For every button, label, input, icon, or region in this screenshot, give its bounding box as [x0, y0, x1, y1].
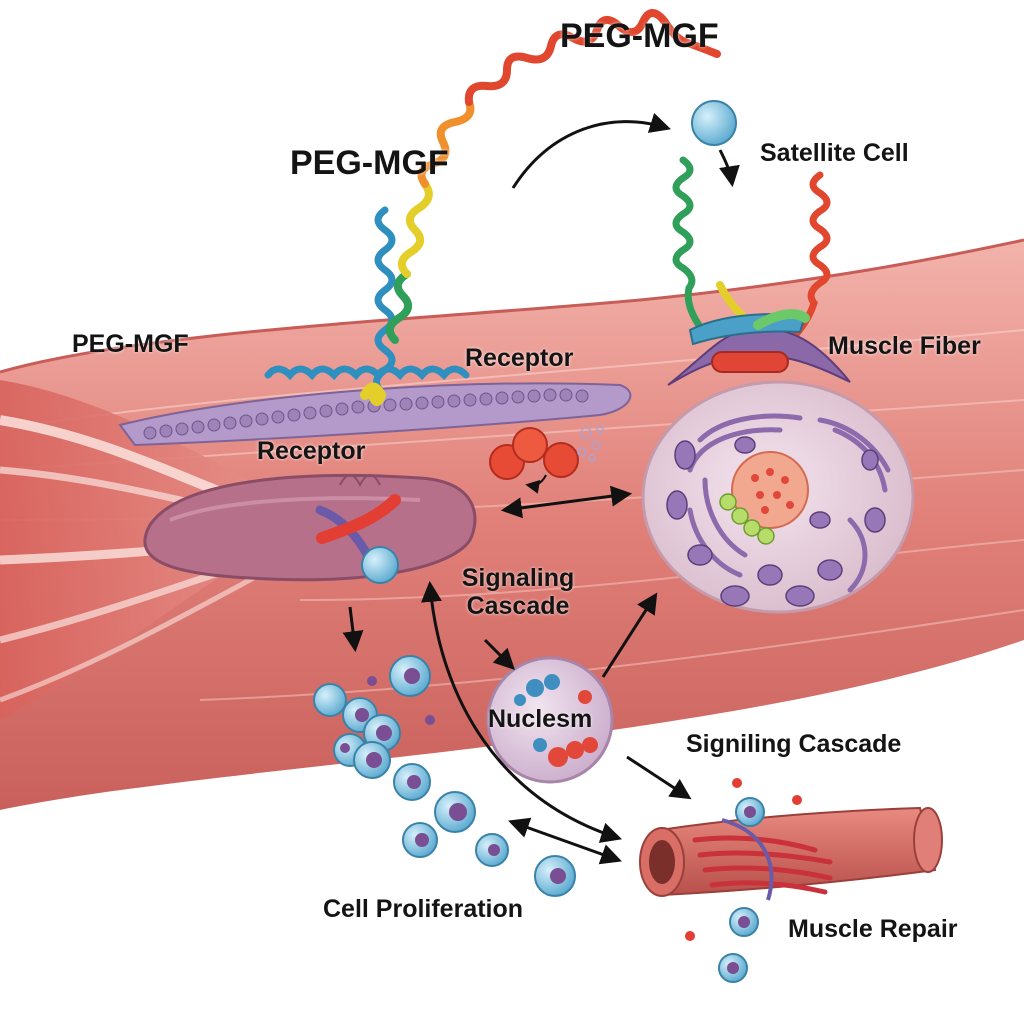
- label-peg-mgf-left: PEG-MGF: [72, 330, 189, 358]
- large-cell-right: [641, 380, 915, 614]
- label-muscle-repair: Muscle Repair: [788, 915, 958, 943]
- label-receptor-upper: Receptor: [465, 344, 574, 372]
- label-peg-mgf-mid: PEG-MGF: [290, 144, 449, 182]
- label-signaling-cascade-line2: Cascade: [466, 591, 570, 620]
- cell-body-left: [143, 474, 477, 584]
- membrane-band: [118, 382, 632, 447]
- label-cell-proliferation: Cell Proliferation: [323, 895, 524, 923]
- peg-mgf-helix-left: [264, 206, 470, 406]
- label-nucleus: Nuclesm: [488, 705, 593, 733]
- label-signaling-cascade-line1: Signaling: [461, 564, 575, 592]
- red-molecule-cluster: [489, 426, 604, 494]
- label-signaling-cascade: Signaling Cascade: [438, 564, 598, 620]
- label-receptor-lower: Receptor: [257, 437, 366, 465]
- label-satellite-cell: Satellite Cell: [760, 139, 909, 167]
- label-peg-mgf-top: PEG-MGF: [560, 17, 719, 55]
- label-muscle-fiber: Muscle Fiber: [828, 332, 981, 360]
- flow-arrows: [342, 112, 740, 865]
- receptor-complex-right: [667, 309, 851, 386]
- small-muscle-fiber: [639, 778, 943, 983]
- peg-mgf-helix-arc: [385, 9, 721, 344]
- satellite-cell-ball: [691, 100, 737, 146]
- label-signiling-cascade: Signiling Cascade: [686, 730, 902, 758]
